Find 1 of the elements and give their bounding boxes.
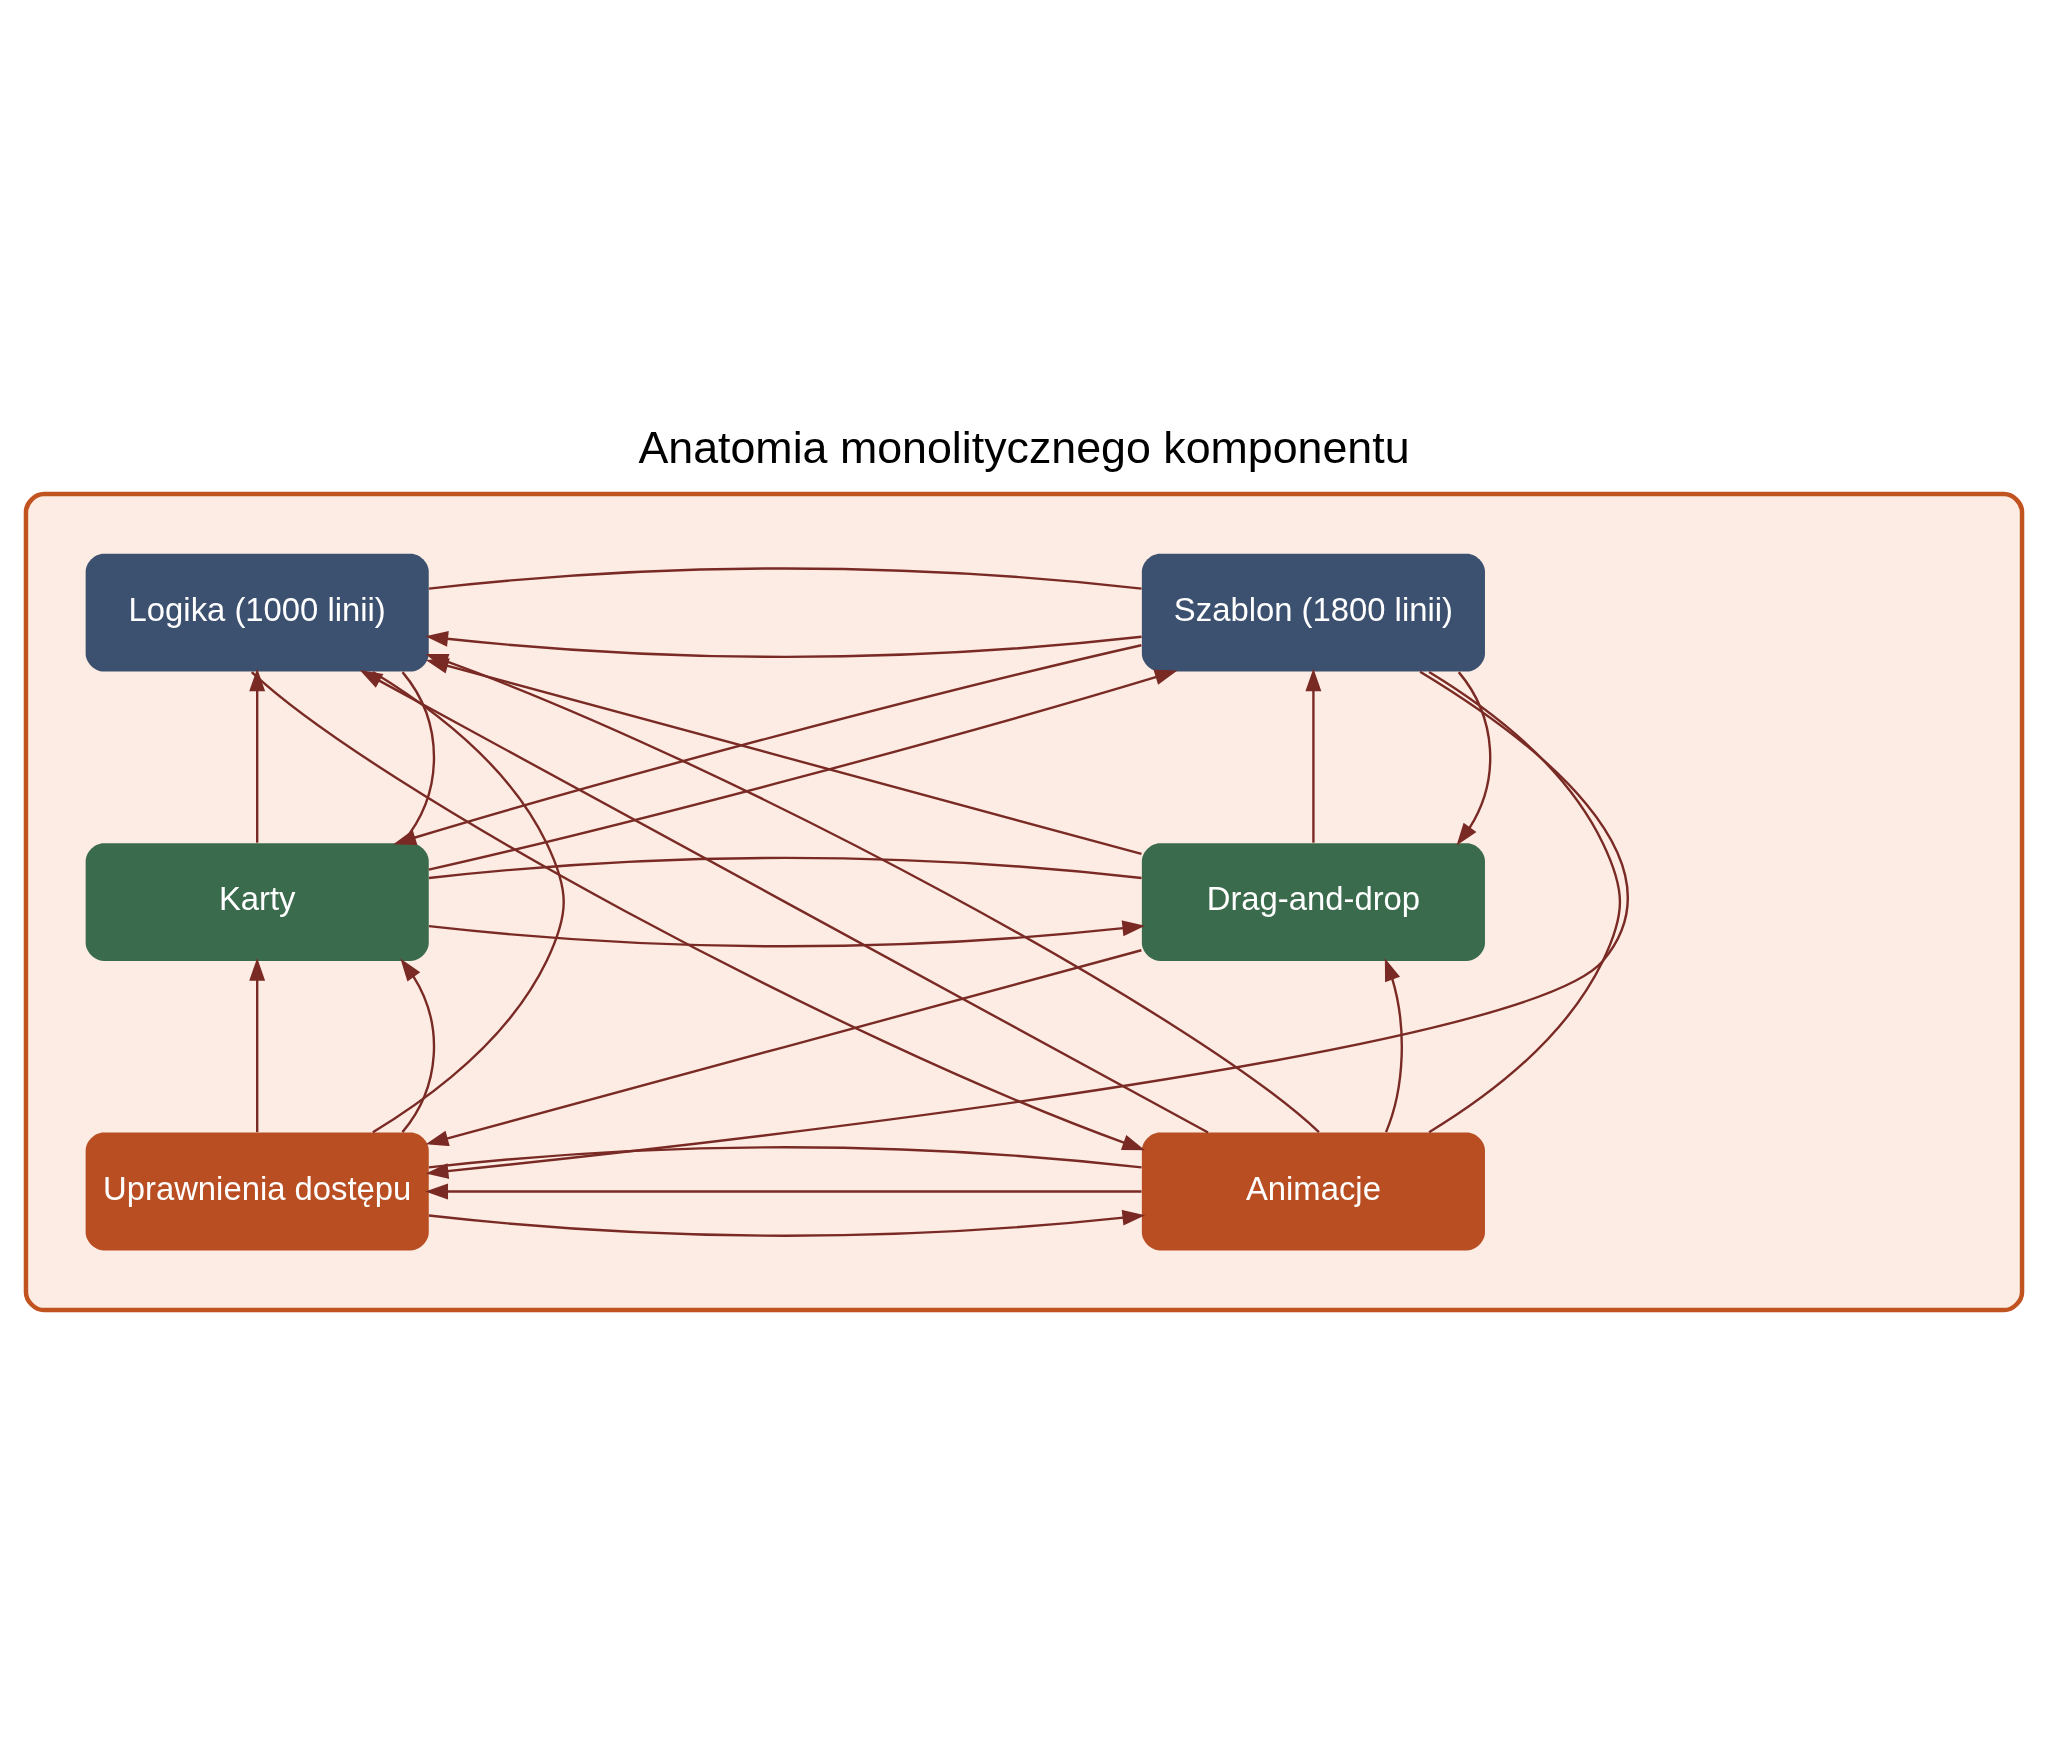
diagram-title: Anatomia monolitycznego komponentu [638, 421, 1410, 472]
